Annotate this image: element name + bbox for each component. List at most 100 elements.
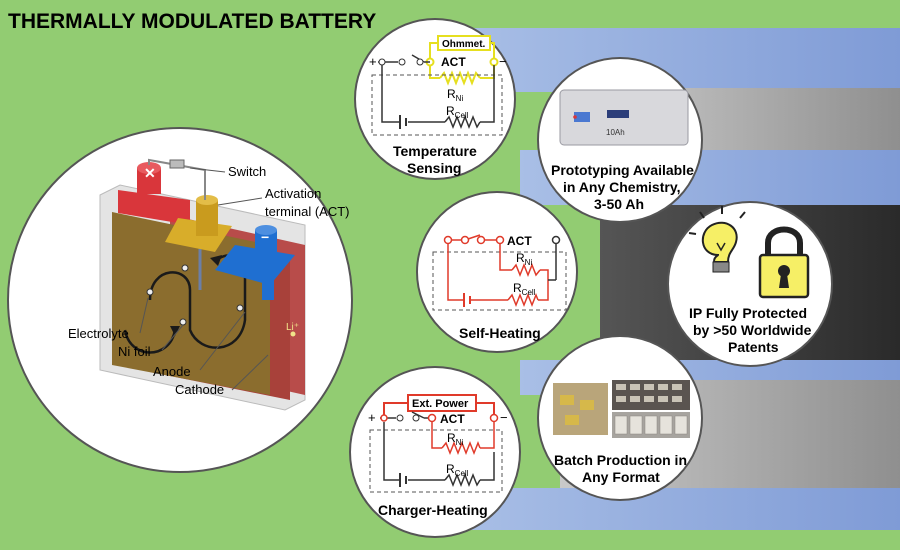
r-ni-label: RNi xyxy=(516,251,532,267)
node-b xyxy=(460,235,470,245)
act-terminal-post xyxy=(196,200,218,236)
plus-label: + xyxy=(368,410,376,425)
leader-electrolyte xyxy=(139,297,149,334)
minus-node xyxy=(489,413,499,423)
temperature-caption-2: Sensing xyxy=(407,160,461,176)
r-cell-label: RCell xyxy=(513,281,536,297)
padlock-icon xyxy=(758,226,810,299)
temperature-circle xyxy=(354,18,516,180)
prototyping-line-2: in Any Chemistry, xyxy=(563,179,680,195)
minus-node xyxy=(489,57,499,67)
switch-node xyxy=(398,58,406,66)
ni-loop-wire xyxy=(431,422,495,449)
batch-card: Batch Production in Any Format xyxy=(537,335,703,501)
cell-row xyxy=(614,415,688,435)
band-bottom-blue xyxy=(455,488,900,530)
switch-node-2 xyxy=(412,414,420,422)
ip-card: IP Fully Protected by >50 Worldwide Pate… xyxy=(667,201,833,367)
batch-line-1: Batch Production in xyxy=(554,452,687,468)
r-cell-resistor xyxy=(444,114,481,130)
temperature-sensing-diagram: Ohmmet. + − ACT RNi RCell Temperature Se… xyxy=(354,18,516,180)
r-ni-label: RNi xyxy=(447,87,463,103)
red-terminal-plate xyxy=(118,190,190,225)
label-electrolyte: Electrolyte xyxy=(68,326,129,341)
li-ion-dot xyxy=(290,331,296,337)
node-a xyxy=(443,235,453,245)
plus-node xyxy=(378,58,386,66)
r-cell-resistor xyxy=(444,472,481,488)
prototyping-line-1: Prototyping Available xyxy=(551,162,694,178)
switch-block xyxy=(169,159,185,169)
self-heating-diagram: ACT RNi RCell Self-Heating xyxy=(416,191,578,353)
act-label: ACT xyxy=(440,412,465,426)
r-cell-label: RCell xyxy=(446,104,469,120)
ion-dot xyxy=(236,304,244,312)
act-label: ACT xyxy=(441,55,466,69)
label-switch: Switch xyxy=(228,164,266,179)
minus-label: − xyxy=(500,410,508,425)
lightbulb-icon xyxy=(688,206,746,273)
label-cathode: Cathode xyxy=(175,382,224,397)
pouch-cell-label xyxy=(607,110,629,118)
charger-caption: Charger-Heating xyxy=(378,502,488,518)
ip-line-2: by >50 Worldwide xyxy=(693,322,812,338)
ion-dot xyxy=(181,264,189,272)
red-terminal-cap xyxy=(137,162,161,174)
cell-wire xyxy=(383,422,495,481)
act-node xyxy=(427,413,437,423)
label-anode: Anode xyxy=(153,364,191,379)
cell-box xyxy=(369,429,503,493)
cell-stack xyxy=(565,415,579,425)
self-heating-circle xyxy=(416,191,578,353)
r-ni-resistor xyxy=(511,262,541,278)
ip-line-1: IP Fully Protected xyxy=(689,305,807,321)
blue-terminal-post xyxy=(255,230,277,270)
leader-ni-foil xyxy=(161,324,184,351)
cell-grid xyxy=(616,384,682,402)
charger-heating-diagram: Ext. Power + − ACT RNi RCell Charger-Hea… xyxy=(349,366,521,538)
label-ni-foil: Ni foil xyxy=(118,344,151,359)
temperature-caption-1: Temperature xyxy=(393,143,477,159)
cell-stack xyxy=(560,395,574,405)
cell-wire xyxy=(381,65,495,123)
batch-line-2: Any Format xyxy=(582,469,660,485)
node-c xyxy=(476,235,486,245)
cell-box xyxy=(371,74,503,136)
x-cross-icon: ✕ xyxy=(144,165,156,181)
switch-node-2 xyxy=(416,58,424,66)
act-label: ACT xyxy=(507,234,532,248)
charger-circle xyxy=(349,366,521,538)
node-act xyxy=(495,235,505,245)
ion-dot xyxy=(179,318,187,326)
red-dot xyxy=(573,115,577,119)
prototyping-line-3: 3-50 Ah xyxy=(594,196,644,212)
power-wire xyxy=(383,402,495,415)
r-cell-label: RCell xyxy=(446,462,469,478)
r-ni-resistor xyxy=(439,70,481,86)
flow-arrowhead-icon xyxy=(210,255,222,266)
ion-dot xyxy=(146,288,154,296)
blue-terminal-cap xyxy=(255,225,277,235)
leader-anode xyxy=(199,311,246,371)
r-ni-resistor xyxy=(441,440,481,456)
battery-diagram: ✕ − Switch Activation terminal (ACT) Ele… xyxy=(7,127,353,473)
label-act-terminal: terminal (ACT) xyxy=(265,204,350,219)
ext-power-label: Ext. Power xyxy=(412,398,469,410)
plus-node xyxy=(380,414,388,422)
cell-stack xyxy=(580,400,594,410)
act-terminal-cap xyxy=(196,195,218,205)
r-ni-label: RNi xyxy=(447,431,463,447)
meter-wire xyxy=(429,42,495,62)
ohmmeter-label: Ohmmet. xyxy=(442,39,486,50)
leader-cathode xyxy=(231,354,269,391)
flow-arrowhead-icon-2 xyxy=(170,326,180,336)
cell-capacity-label: 10Ah xyxy=(606,128,625,137)
plus-label: + xyxy=(369,54,377,69)
pouch-cell-tab xyxy=(574,112,590,122)
prototyping-card: 10Ah Prototyping Available in Any Chemis… xyxy=(537,57,703,223)
node-end xyxy=(551,235,561,245)
self-heating-caption: Self-Heating xyxy=(459,325,541,341)
blue-tab xyxy=(262,270,274,300)
leader-act xyxy=(217,197,263,206)
